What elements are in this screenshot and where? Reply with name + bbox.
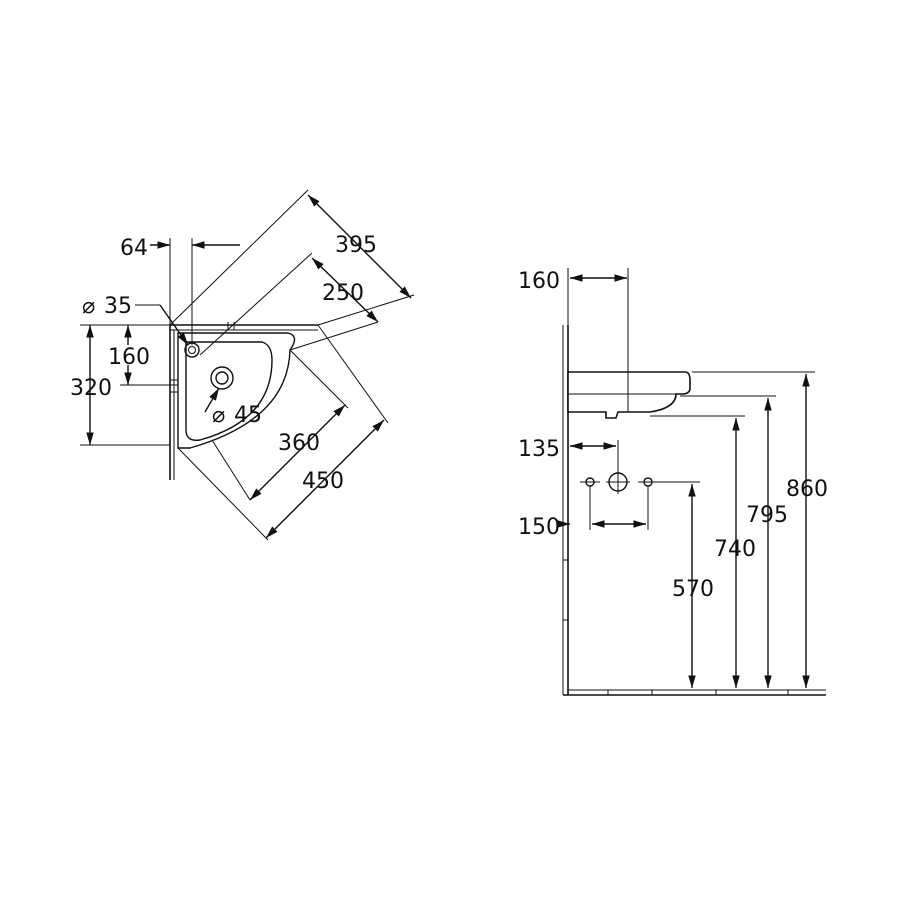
- dim-450: 450: [302, 469, 344, 494]
- dim-35: 35: [104, 294, 132, 319]
- side-dim-135: 135: [518, 437, 560, 462]
- side-dim-740: 740: [714, 537, 756, 562]
- dim-360: 360: [278, 431, 320, 456]
- dim-35-symbol: ⌀: [82, 294, 95, 319]
- dim-395: 395: [335, 233, 377, 258]
- top-view: 395 250 64 ⌀ 35 160 320 ⌀ 45: [70, 189, 415, 541]
- waste-outlet: [210, 366, 234, 390]
- side-view: 160 135 150 570 740 795 860: [518, 268, 828, 696]
- side-dim-860: 860: [786, 477, 828, 502]
- side-dim-570: 570: [672, 577, 714, 602]
- dim-45-symbol: ⌀: [212, 403, 225, 428]
- basin-elevation: [567, 371, 691, 419]
- dim-250: 250: [322, 281, 364, 306]
- dim-45: 45: [234, 403, 262, 428]
- tap-hole: [184, 342, 200, 358]
- side-dim-795: 795: [746, 503, 788, 528]
- dim-320: 320: [70, 376, 112, 401]
- basin-outline: [177, 332, 296, 449]
- side-dim-160: 160: [518, 269, 560, 294]
- dim-160: 160: [108, 345, 150, 370]
- side-dim-150: 150: [518, 515, 560, 540]
- dim-64: 64: [120, 236, 148, 261]
